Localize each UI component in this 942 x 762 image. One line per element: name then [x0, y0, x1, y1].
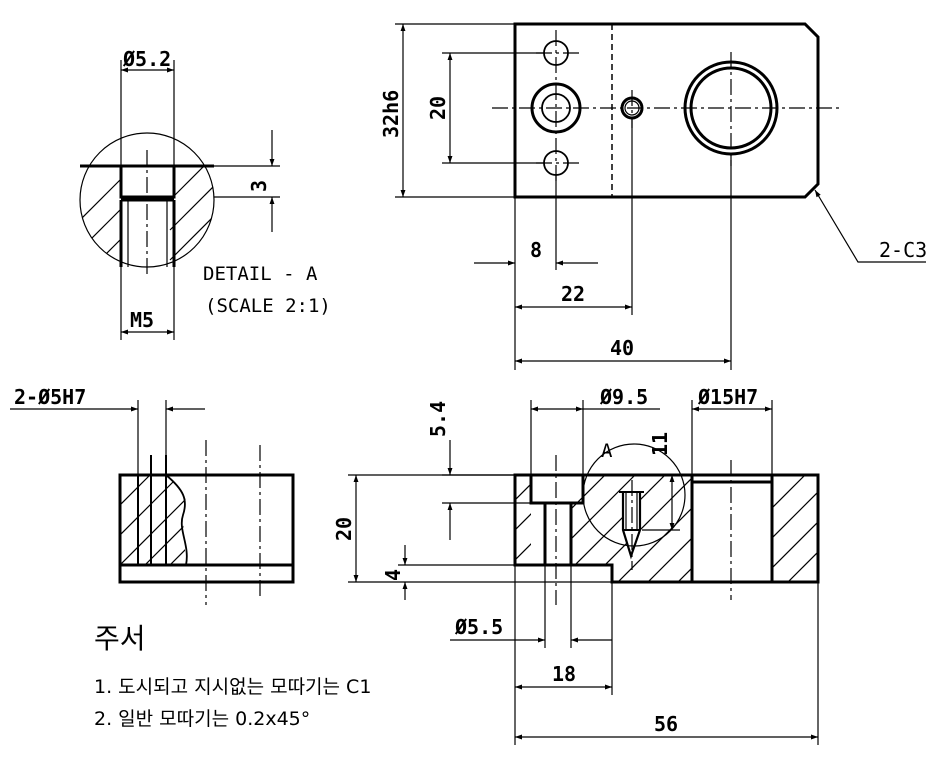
dim-bore-dia: Ø15H7 [697, 385, 758, 409]
notes-title: 주서 [94, 622, 146, 655]
detail-a-marker: A [601, 440, 613, 462]
section-tapped-hole [621, 492, 642, 560]
detail-label: DETAIL - A [203, 263, 318, 285]
note-line-2: 2. 일반 모따기는 0.2x45° [94, 708, 310, 730]
dim-detail-depth: 3 [247, 180, 271, 192]
dim-8: 8 [530, 238, 542, 262]
dim-section-height: 20 [332, 517, 356, 541]
dim-height-20: 20 [426, 96, 450, 120]
section-counterbore [529, 475, 585, 505]
side-view-hatching [120, 475, 186, 565]
dim-22: 22 [561, 282, 585, 306]
break-line [165, 474, 188, 566]
dim-detail-dia: Ø5.2 [122, 47, 171, 71]
detail-a-view: Ø5.2 3 M5 DETAIL - A (SCALE 2:1) [79, 47, 331, 340]
dim-cbore-depth: 5.4 [426, 401, 450, 437]
dim-step-4: 4 [381, 569, 405, 581]
dim-18: 18 [552, 662, 576, 686]
top-view-outline [513, 22, 820, 199]
notes-block: 주서 1. 도시되고 지시없는 모따기는 C1 2. 일반 모따기는 0.2x4… [94, 622, 371, 730]
dim-detail-thread: M5 [130, 308, 154, 332]
dim-depth-11: 11 [648, 432, 672, 456]
dim-cbore-dia: Ø9.5 [599, 385, 648, 409]
detail-scale: (SCALE 2:1) [205, 295, 331, 317]
dim-height-32h6: 32h6 [379, 90, 403, 138]
section-view: A 5.4 Ø9.5 Ø15H7 11 20 4 [332, 385, 820, 745]
dim-chamfer: 2-C3 [879, 238, 927, 262]
dim-40: 40 [610, 336, 634, 360]
side-view: 2-Ø5H7 [10, 385, 295, 605]
dim-56: 56 [654, 712, 678, 736]
dim-2-holes: 2-Ø5H7 [14, 385, 86, 409]
detail-a-marker-circle [582, 443, 686, 547]
note-line-1: 1. 도시되고 지시없는 모따기는 C1 [94, 676, 371, 698]
top-view: 32h6 20 8 22 40 2-C3 [379, 22, 927, 370]
dim-hole-dia: Ø5.5 [454, 615, 503, 639]
